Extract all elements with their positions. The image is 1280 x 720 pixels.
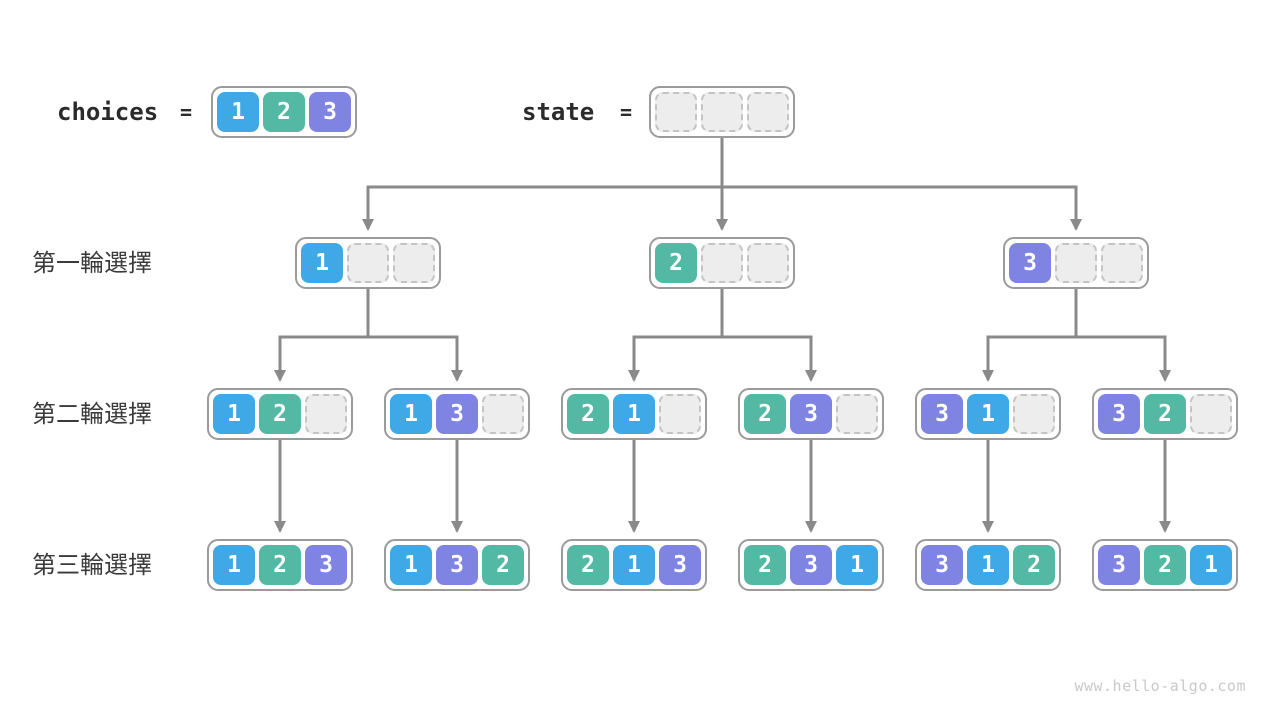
array-cell: [1101, 243, 1143, 283]
array-cell: [701, 243, 743, 283]
array-cell: 3: [436, 394, 478, 434]
array-cell: [747, 243, 789, 283]
array-cell: 2: [263, 92, 305, 132]
array-cell: 3: [1098, 545, 1140, 585]
array-cell: 2: [1144, 545, 1186, 585]
state-node-213: 2 1 3: [561, 539, 707, 591]
round-1-label: 第一輪選擇: [32, 249, 152, 277]
state-node-23: 2 3: [738, 388, 884, 440]
array-cell: 2: [482, 545, 524, 585]
state-node-2: 2: [649, 237, 795, 289]
array-cell: 3: [659, 545, 701, 585]
array-cell: 1: [613, 394, 655, 434]
array-cell: [1013, 394, 1055, 434]
choices-array: 1 2 3: [211, 86, 357, 138]
array-cell: [305, 394, 347, 434]
array-cell: 3: [1098, 394, 1140, 434]
array-cell: 3: [305, 545, 347, 585]
array-cell: 1: [301, 243, 343, 283]
array-cell: [659, 394, 701, 434]
state-node-132: 1 3 2: [384, 539, 530, 591]
state-equals-sign: =: [620, 100, 633, 124]
state-node-321: 3 2 1: [1092, 539, 1238, 591]
round-3-label: 第三輪選擇: [32, 551, 152, 579]
array-cell: 3: [436, 545, 478, 585]
array-cell: 1: [390, 545, 432, 585]
array-cell: 1: [213, 394, 255, 434]
array-cell: 2: [744, 545, 786, 585]
array-cell: 3: [790, 545, 832, 585]
array-cell: 3: [309, 92, 351, 132]
array-cell: 3: [921, 545, 963, 585]
array-cell: 3: [1009, 243, 1051, 283]
array-cell: 2: [1013, 545, 1055, 585]
choices-equals-sign: =: [180, 100, 193, 124]
array-cell: 2: [567, 394, 609, 434]
array-cell: 3: [921, 394, 963, 434]
array-cell: [655, 92, 697, 132]
array-cell: 2: [259, 394, 301, 434]
array-cell: 2: [655, 243, 697, 283]
state-node-21: 2 1: [561, 388, 707, 440]
array-cell: 2: [259, 545, 301, 585]
array-cell: [393, 243, 435, 283]
array-cell: 1: [1190, 545, 1232, 585]
array-cell: [482, 394, 524, 434]
state-array-empty: [649, 86, 795, 138]
array-cell: [1055, 243, 1097, 283]
state-node-3: 3: [1003, 237, 1149, 289]
array-cell: 1: [613, 545, 655, 585]
state-node-231: 2 3 1: [738, 539, 884, 591]
state-node-312: 3 1 2: [915, 539, 1061, 591]
state-node-31: 3 1: [915, 388, 1061, 440]
state-label: state: [522, 98, 595, 126]
state-node-12: 1 2: [207, 388, 353, 440]
state-node-123: 1 2 3: [207, 539, 353, 591]
array-cell: 1: [217, 92, 259, 132]
array-cell: 1: [390, 394, 432, 434]
state-node-1: 1: [295, 237, 441, 289]
state-node-32: 3 2: [1092, 388, 1238, 440]
array-cell: 3: [790, 394, 832, 434]
array-cell: 2: [567, 545, 609, 585]
array-cell: 1: [836, 545, 878, 585]
array-cell: 1: [213, 545, 255, 585]
array-cell: [836, 394, 878, 434]
site-watermark: www.hello-algo.com: [1074, 677, 1246, 695]
choices-label: choices: [57, 98, 159, 126]
array-cell: 2: [1144, 394, 1186, 434]
array-cell: [747, 92, 789, 132]
state-node-13: 1 3: [384, 388, 530, 440]
array-cell: 1: [967, 545, 1009, 585]
array-cell: [347, 243, 389, 283]
array-cell: 2: [744, 394, 786, 434]
array-cell: [1190, 394, 1232, 434]
array-cell: [701, 92, 743, 132]
round-2-label: 第二輪選擇: [32, 400, 152, 428]
array-cell: 1: [967, 394, 1009, 434]
